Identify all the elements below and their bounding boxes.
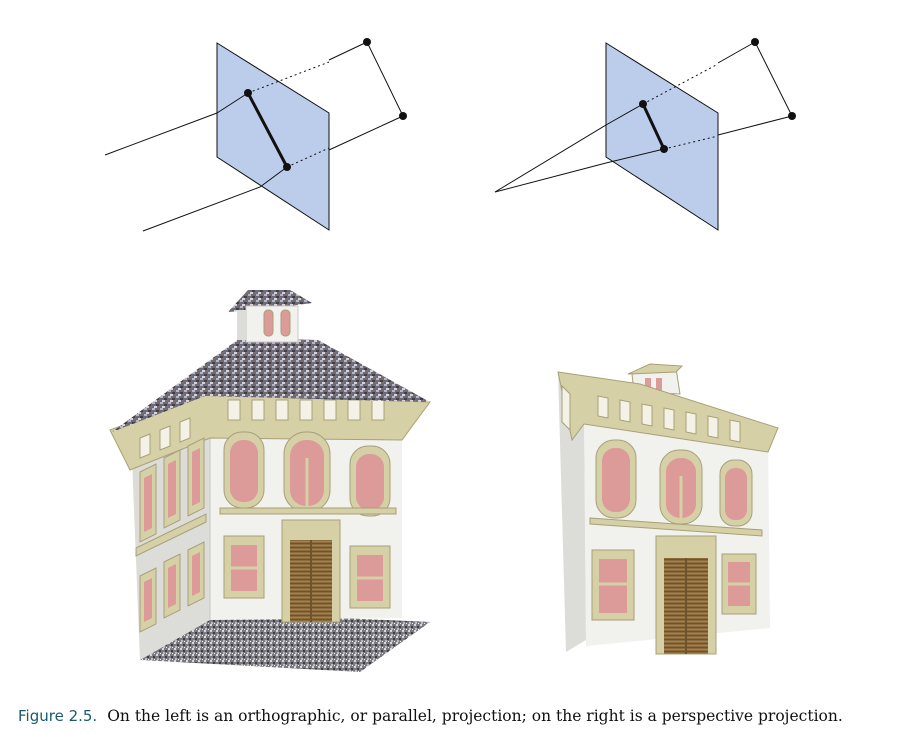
object-segment [754, 41, 793, 117]
projected-point [283, 163, 291, 171]
projector-ray [328, 115, 404, 151]
projector-ray [259, 166, 288, 188]
projected-point [639, 100, 647, 108]
object-segment [366, 41, 404, 117]
projector-ray [328, 41, 368, 61]
window [659, 449, 703, 525]
figure-caption: Figure 2.5. On the left is an orthographi… [18, 706, 886, 727]
caption-text: On the left is an orthographic, or paral… [107, 707, 843, 725]
house-side-wall [558, 372, 586, 652]
projection-plane [216, 42, 330, 231]
projected-point [244, 89, 252, 97]
object-point [751, 38, 759, 46]
object-point [399, 112, 407, 120]
object-point [363, 38, 371, 46]
projector-ray [605, 148, 665, 164]
window [223, 431, 265, 509]
projector-ray [717, 115, 793, 136]
figure-illustration [104, 38, 796, 672]
orthographic-house [109, 290, 431, 672]
door [281, 519, 341, 623]
door [655, 535, 717, 655]
house-base [140, 612, 430, 672]
projector-ray [494, 162, 607, 193]
window [719, 459, 753, 527]
projection-plane [605, 42, 719, 231]
window [349, 445, 391, 517]
window [721, 553, 757, 615]
perspective-diagram [494, 38, 796, 231]
projector-ray [216, 92, 249, 114]
projector-ray [605, 103, 644, 126]
projector-ray [142, 186, 261, 232]
projector-ray-hidden [663, 135, 719, 150]
projector-ray [104, 112, 218, 156]
projected-segment [246, 92, 289, 168]
window [223, 535, 265, 599]
projector-ray [494, 124, 607, 193]
figure-label: Figure 2.5. [18, 707, 98, 725]
roof [112, 338, 430, 432]
object-point [788, 112, 796, 120]
window [349, 545, 391, 609]
perspective-house [557, 363, 779, 655]
projected-point [660, 145, 668, 153]
projector-ray-hidden [642, 63, 719, 105]
orthographic-diagram [104, 38, 407, 232]
window [595, 439, 637, 519]
window [591, 549, 635, 621]
projector-ray [717, 41, 756, 64]
projected-segment [641, 103, 666, 150]
window [283, 431, 331, 513]
